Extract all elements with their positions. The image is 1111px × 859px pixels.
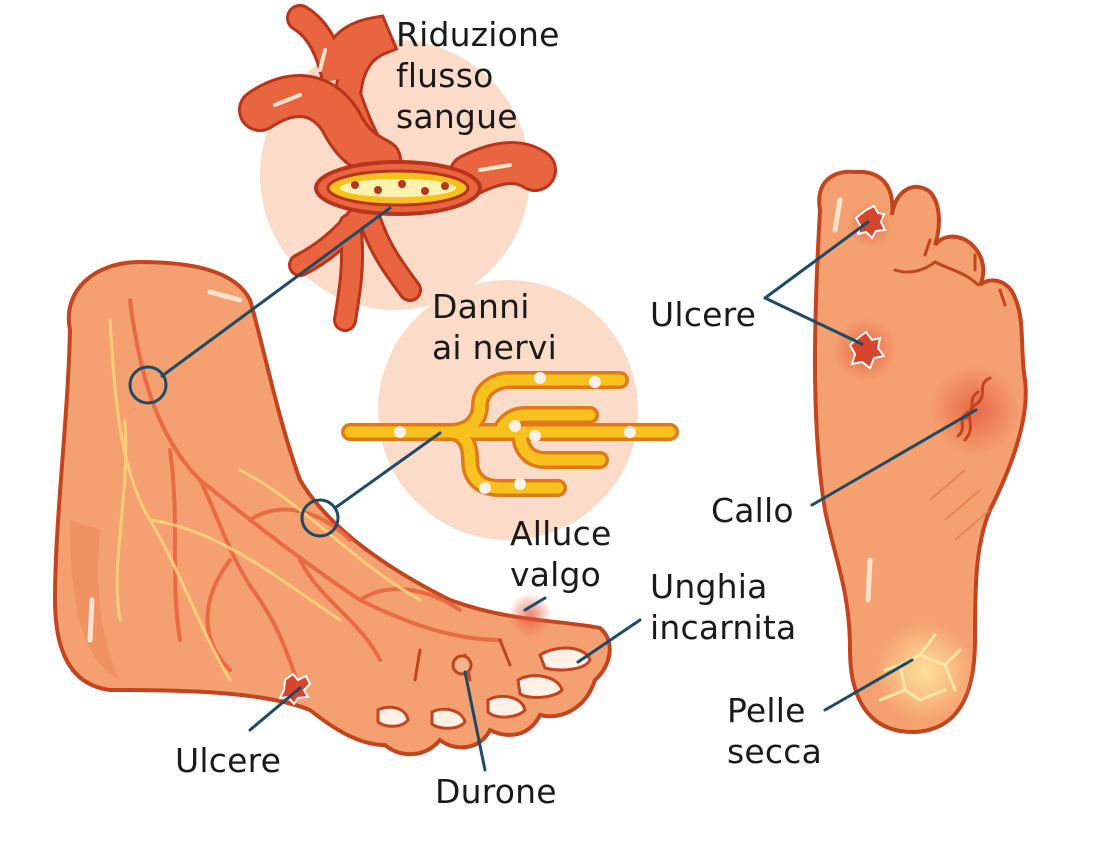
nerve-circle-bg bbox=[378, 280, 638, 540]
label-blood-flow-line-3: sangue bbox=[396, 97, 518, 136]
side-ulcer-mark bbox=[278, 672, 312, 706]
label-bunion: Alluce valgo bbox=[510, 513, 611, 595]
side-foot-body bbox=[52, 259, 612, 757]
sole-foot bbox=[813, 169, 1028, 735]
label-bunion-line-1: Alluce bbox=[510, 514, 612, 553]
label-ulcers-side: Ulcere bbox=[175, 741, 282, 780]
label-nerve-damage-line-2: ai nervi bbox=[432, 328, 557, 367]
label-nerve-damage-line-1: Danni bbox=[432, 287, 530, 326]
label-blood-flow-line-1: Riduzione bbox=[396, 15, 560, 54]
sole-ulcer-toe bbox=[854, 204, 887, 240]
label-bunion-line-2: valgo bbox=[510, 555, 602, 594]
label-ulcers-sole: Ulcere bbox=[650, 295, 757, 334]
toes bbox=[376, 638, 592, 730]
label-ingrown-nail-line-2: incarnita bbox=[650, 608, 797, 647]
label-corn: Durone bbox=[435, 772, 557, 811]
label-dry-skin-line-2: secca bbox=[727, 732, 823, 771]
nerves-lines bbox=[108, 318, 422, 682]
bunion-mark bbox=[508, 593, 552, 637]
side-foot bbox=[52, 259, 612, 757]
label-dry-skin-line-1: Pelle bbox=[727, 691, 806, 730]
side-foot-shade bbox=[70, 520, 120, 680]
leader-lines bbox=[128, 206, 978, 772]
label-blood-flow-line-2: flusso bbox=[396, 56, 494, 95]
veins bbox=[128, 298, 502, 692]
label-ingrown-nail-line-1: Unghia bbox=[650, 567, 768, 606]
nerve-illustration bbox=[341, 371, 679, 497]
label-nerve-damage: Danni ai nervi bbox=[432, 286, 557, 368]
corn-mark bbox=[451, 654, 473, 676]
label-blood-flow: Riduzione flusso sangue bbox=[396, 14, 560, 137]
blood-vessel bbox=[238, 4, 557, 332]
label-ingrown-nail: Unghia incarnita bbox=[650, 566, 796, 648]
label-callus: Callo bbox=[711, 491, 794, 530]
label-dry-skin: Pelle secca bbox=[727, 690, 822, 772]
